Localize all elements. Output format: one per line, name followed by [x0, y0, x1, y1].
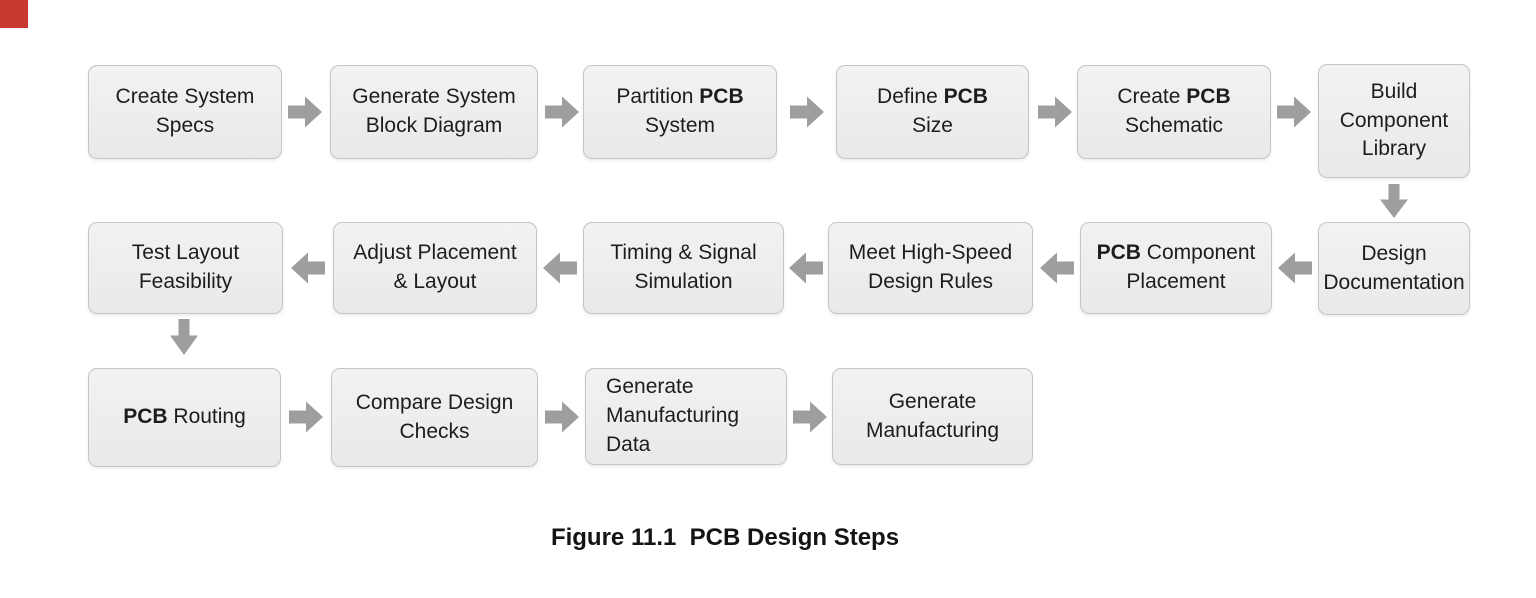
flow-step-partition-pcb-system: Partition PCB System [583, 65, 777, 159]
flow-step-test-layout-feasibility: Test Layout Feasibility [88, 222, 283, 314]
flow-arrow-down-icon [168, 319, 200, 355]
flow-step-generate-manufacturing-data: Generate Manufacturing Data [585, 368, 787, 465]
flow-arrow-right-icon [793, 399, 827, 435]
flow-step-define-pcb-size: Define PCB Size [836, 65, 1029, 159]
flow-step-generate-system-block-diagram: Generate System Block Diagram [330, 65, 538, 159]
flow-arrow-right-icon [545, 94, 579, 130]
flow-step-design-documentation: Design Documentation [1318, 222, 1470, 315]
flow-step-pcb-component-placement: PCB Component Placement [1080, 222, 1272, 314]
flow-step-build-component-library: Build Component Library [1318, 64, 1470, 178]
flow-step-meet-high-speed-design-rules: Meet High-Speed Design Rules [828, 222, 1033, 314]
flow-arrow-right-icon [1038, 94, 1072, 130]
flow-step-timing-signal-simulation: Timing & Signal Simulation [583, 222, 784, 314]
flow-step-adjust-placement-layout: Adjust Placement & Layout [333, 222, 537, 314]
flow-step-pcb-routing: PCB Routing [88, 368, 281, 467]
flow-arrow-right-icon [1277, 94, 1311, 130]
flow-arrow-left-icon [789, 250, 823, 286]
flow-step-compare-design-checks: Compare Design Checks [331, 368, 538, 467]
flow-arrow-left-icon [543, 250, 577, 286]
flow-arrow-right-icon [289, 399, 323, 435]
flow-step-create-pcb-schematic: Create PCB Schematic [1077, 65, 1271, 159]
flow-arrow-down-icon [1378, 184, 1410, 218]
figure-caption: Figure 11.1 PCB Design Steps [550, 524, 900, 551]
flow-arrow-right-icon [288, 94, 322, 130]
flow-arrow-right-icon [790, 94, 824, 130]
flow-arrow-right-icon [545, 399, 579, 435]
flow-arrow-left-icon [291, 250, 325, 286]
flow-step-create-system-specs: Create System Specs [88, 65, 282, 159]
flow-arrow-left-icon [1278, 250, 1312, 286]
red-corner-marker [0, 0, 28, 28]
flow-step-generate-manufacturing: Generate Manufacturing [832, 368, 1033, 465]
flow-arrow-left-icon [1040, 250, 1074, 286]
